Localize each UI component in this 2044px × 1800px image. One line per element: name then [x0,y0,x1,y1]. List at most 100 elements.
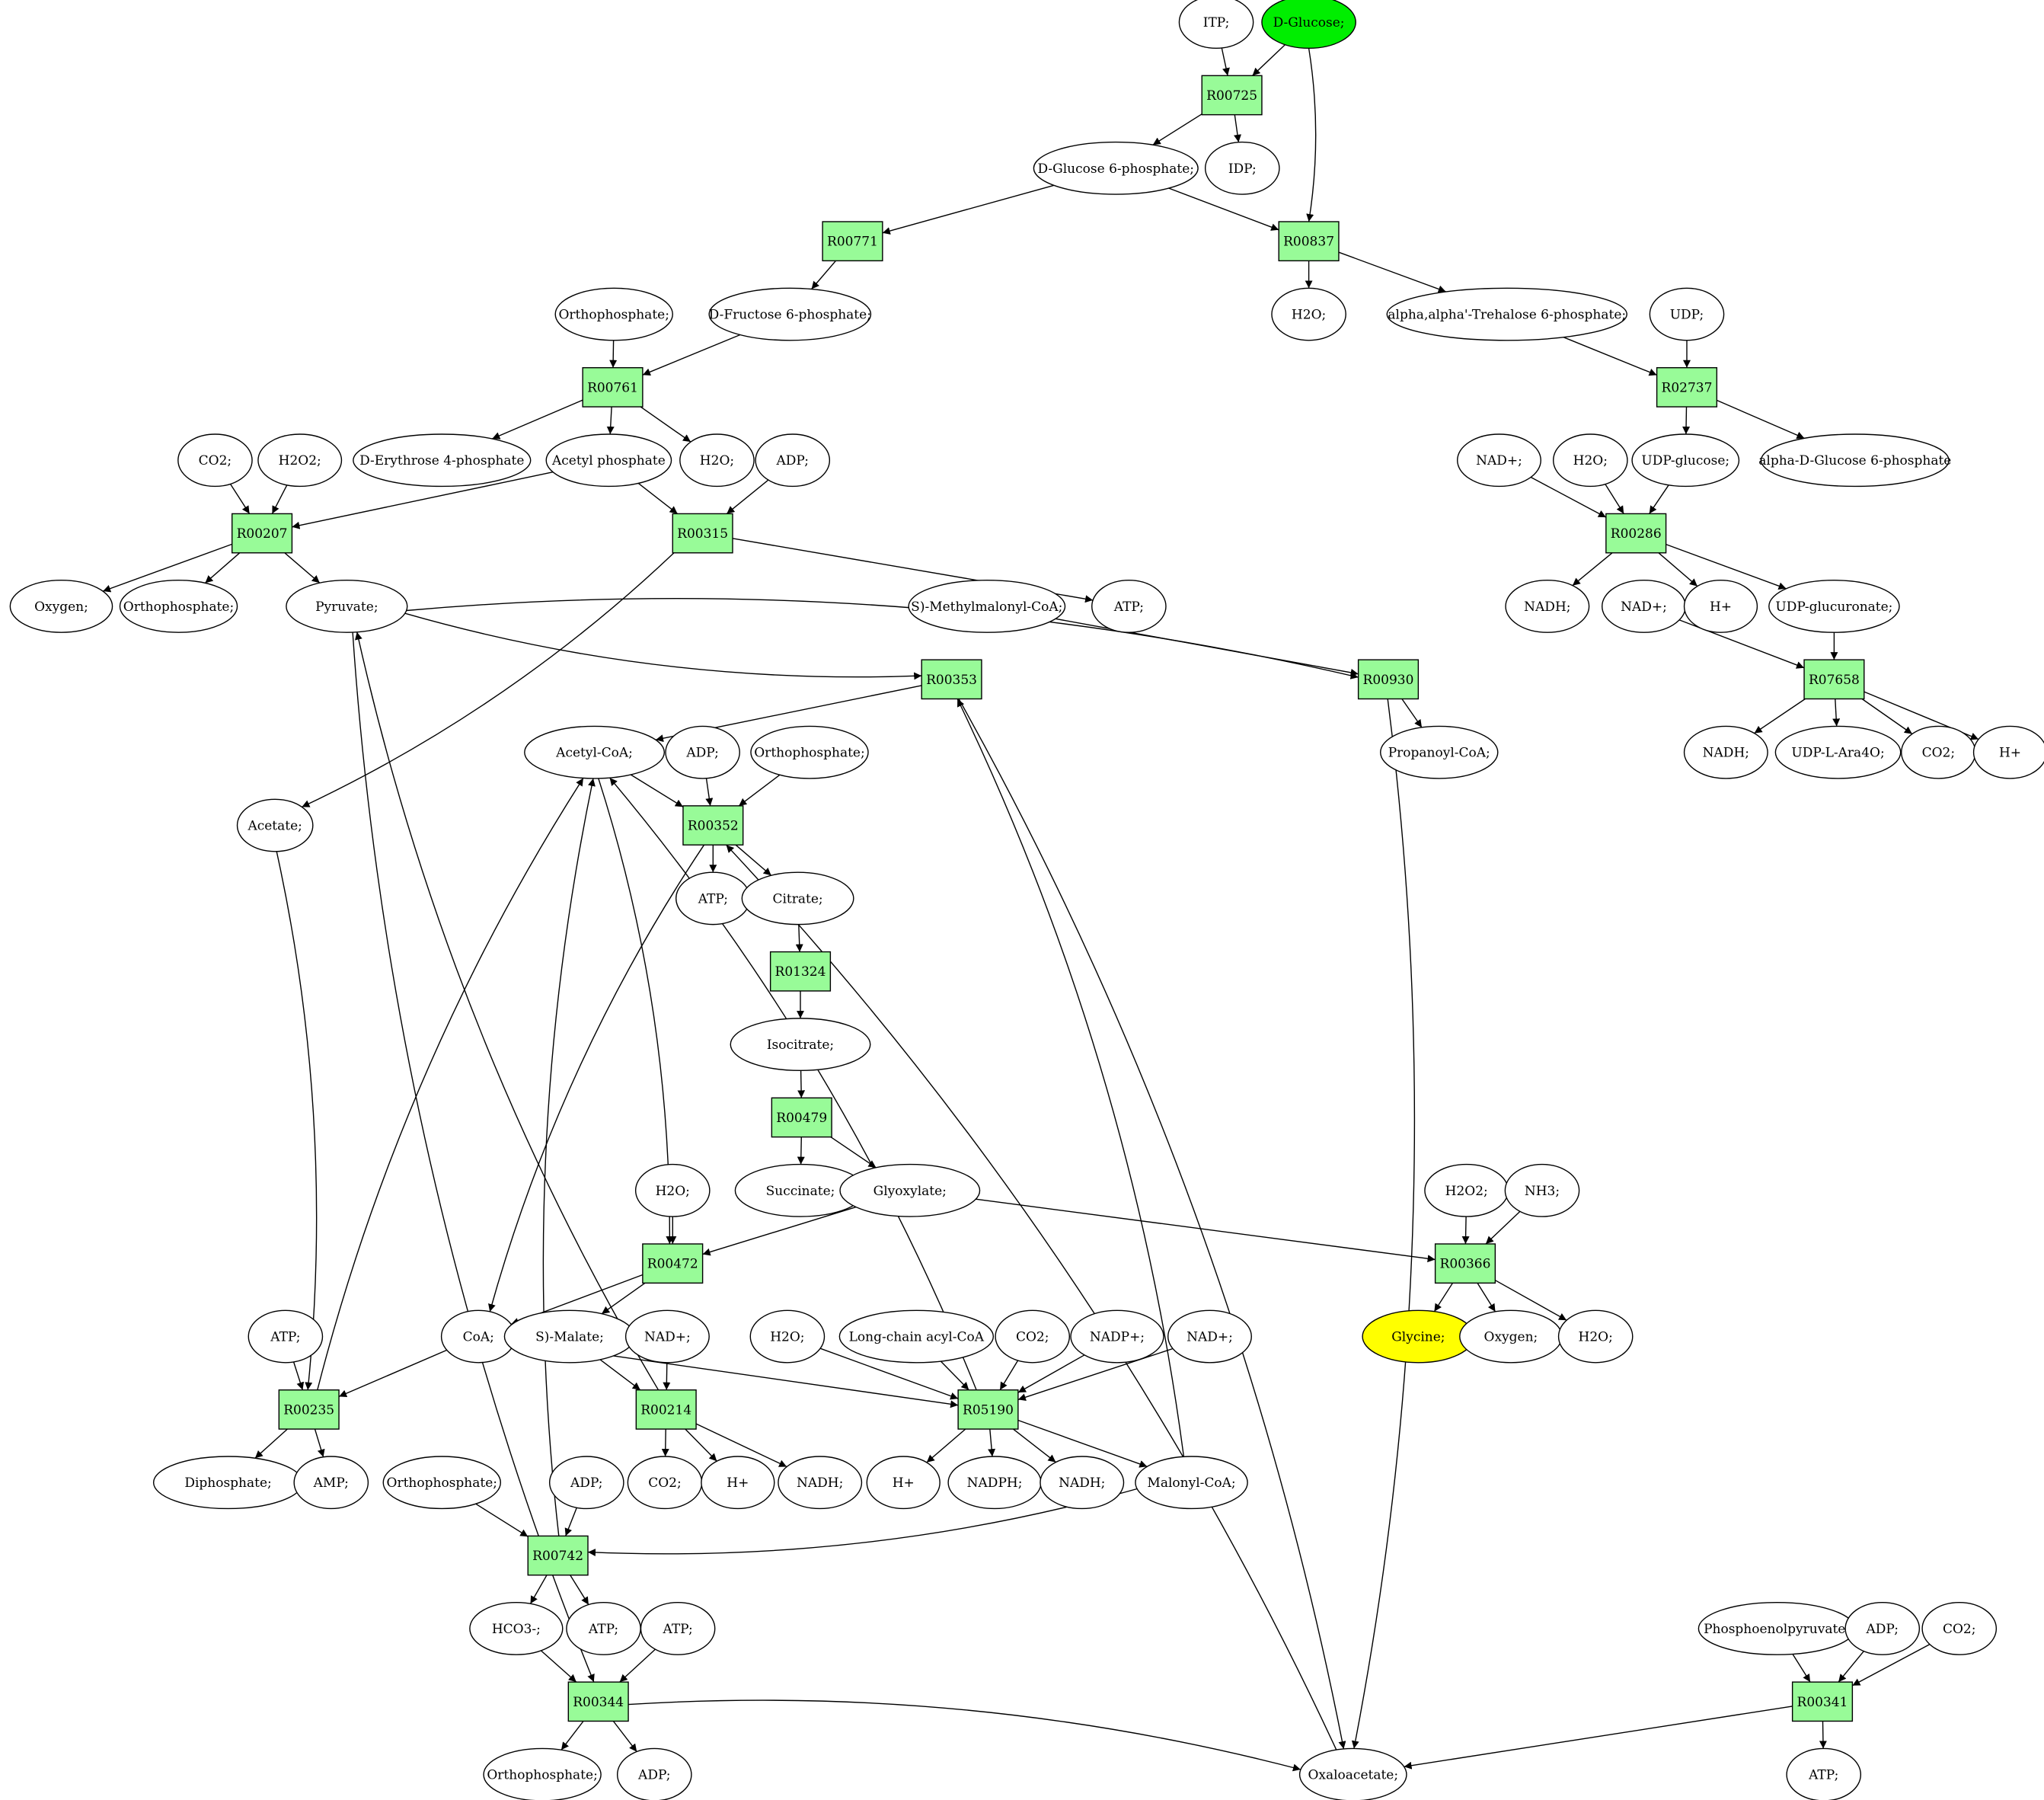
compound-node-oxyA[interactable]: Oxygen; [9,580,113,633]
compound-node-f6p[interactable]: D-Fructose 6-phosphate; [708,287,872,341]
compound-node-succ[interactable]: Succinate; [734,1163,867,1217]
compound-node-diphos[interactable]: Diphosphate; [152,1456,304,1510]
compound-node-adpE[interactable]: ADP; [616,1747,692,1800]
edge-R05190-to-nadph [988,1429,996,1457]
compound-node-hA[interactable]: H+ [1683,580,1758,633]
compound-node-accoa[interactable]: Acetyl-CoA; [524,725,666,779]
compound-node-nadB[interactable]: NAD+; [1602,580,1686,633]
reaction-node-R00214[interactable]: R00214 [635,1389,697,1430]
compound-node-smal[interactable]: S)-Malate; [503,1309,636,1364]
compound-node-pyr[interactable]: Pyruvate; [286,580,408,633]
reaction-node-R00235[interactable]: R00235 [278,1389,340,1430]
compound-node-propcoa[interactable]: Propanoyl-CoA; [1380,725,1499,779]
compound-node-hco3[interactable]: HCO3-; [469,1602,564,1655]
compound-node-co2D[interactable]: CO2; [627,1456,703,1510]
compound-node-nadpA[interactable]: NADP+; [1070,1309,1164,1364]
compound-node-e4p[interactable]: D-Erythrose 4-phosphate [353,433,532,488]
compound-node-co2C[interactable]: CO2; [995,1309,1071,1364]
reaction-node-R00315[interactable]: R00315 [672,513,733,554]
reaction-node-R02737[interactable]: R02737 [1656,367,1718,408]
compound-node-h2o2B[interactable]: H2O2; [1424,1163,1509,1217]
reaction-node-R00479[interactable]: R00479 [771,1097,832,1138]
compound-node-atpC[interactable]: ATP; [248,1309,324,1364]
compound-node-udpara[interactable]: UDP-L-Ara4O; [1774,725,1902,779]
reaction-node-R01324[interactable]: R01324 [769,951,832,992]
compound-node-hC[interactable]: H+ [701,1456,775,1510]
compound-node-nadhB[interactable]: NADH; [1683,725,1768,779]
compound-node-isocit[interactable]: Isocitrate; [730,1018,871,1072]
compound-node-tre6p[interactable]: alpha,alpha'-Trehalose 6-phosphate; [1386,287,1627,341]
compound-node-nadhA[interactable]: NADH; [1505,580,1590,633]
compound-node-orthoD[interactable]: Orthophosphate; [382,1456,502,1510]
compound-node-h2oC[interactable]: H2O; [1553,433,1628,488]
compound-node-nh3[interactable]: NH3; [1504,1163,1580,1217]
compound-node-adpD[interactable]: ADP; [1844,1602,1921,1655]
compound-node-nadA[interactable]: NAD+; [1457,433,1541,488]
compound-node-orthoC[interactable]: Orthophosphate; [750,725,869,779]
compound-node-nadC[interactable]: NAD+; [624,1309,710,1364]
compound-node-lcacoa[interactable]: Long-chain acyl-CoA [838,1309,995,1364]
reaction-node-R00771[interactable]: R00771 [822,221,883,262]
reaction-node-R00366[interactable]: R00366 [1434,1243,1496,1284]
reaction-node-R00472[interactable]: R00472 [642,1243,704,1284]
compound-node-itp[interactable]: ITP; [1178,0,1254,50]
reaction-node-R00344[interactable]: R00344 [567,1681,629,1722]
compound-node-nadph[interactable]: NADPH; [947,1456,1042,1510]
reaction-node-R05190[interactable]: R05190 [957,1389,1019,1430]
compound-node-adpB[interactable]: ADP; [665,725,740,779]
reaction-node-R00930[interactable]: R00930 [1357,659,1420,700]
compound-node-udpgluc[interactable]: UDP-glucuronate; [1768,580,1900,633]
compound-node-atpA[interactable]: ATP; [1091,580,1167,633]
reaction-node-R00341[interactable]: R00341 [1791,1681,1854,1722]
compound-node-hD[interactable]: H+ [866,1456,941,1510]
reaction-node-R00725[interactable]: R00725 [1201,75,1263,116]
compound-node-adpC[interactable]: ADP; [548,1456,624,1510]
compound-node-smmcoa[interactable]: S)-Methylmalonyl-CoA; [908,580,1066,633]
reaction-node-R07658[interactable]: R07658 [1803,659,1865,700]
compound-node-h2oE[interactable]: H2O; [749,1309,826,1364]
compound-node-atpE[interactable]: ATP; [640,1602,716,1655]
compound-node-malcoa[interactable]: Malonyl-CoA; [1135,1456,1248,1510]
reaction-node-R00837[interactable]: R00837 [1278,221,1340,262]
compound-node-orthoE[interactable]: Orthophosphate; [483,1747,602,1800]
compound-node-nadhD[interactable]: NADH; [1040,1456,1125,1510]
compound-node-g6p[interactable]: D-Glucose 6-phosphate; [1033,141,1199,195]
compound-node-h2oD[interactable]: H2O; [634,1163,711,1217]
compound-node-h2oB[interactable]: H2O; [679,433,755,488]
compound-node-h2oA[interactable]: H2O; [1271,287,1346,341]
compound-node-udpglc[interactable]: UDP-glucose; [1631,433,1740,488]
reaction-node-R00761[interactable]: R00761 [582,367,644,408]
compound-node-atpB[interactable]: ATP; [675,871,751,926]
compound-node-adpA[interactable]: ADP; [755,433,831,488]
compound-node-glyox[interactable]: Glyoxylate; [839,1163,981,1217]
compound-node-hB[interactable]: H+ [1972,725,2044,779]
compound-node-orthoA[interactable]: Orthophosphate; [554,287,673,341]
compound-node-atpF[interactable]: ATP; [1786,1747,1862,1800]
compound-node-adg6p[interactable]: alpha-D-Glucose 6-phosphate [1758,433,1951,488]
compound-node-citrate[interactable]: Citrate; [741,871,854,926]
compound-node-orthoB[interactable]: Orthophosphate; [119,580,238,633]
compound-node-nadD[interactable]: NAD+; [1167,1309,1252,1364]
reaction-node-R00742[interactable]: R00742 [527,1535,589,1576]
compound-node-dglucose[interactable]: D-Glucose; [1261,0,1356,50]
compound-node-udp[interactable]: UDP; [1649,287,1725,341]
compound-node-h2oF[interactable]: H2O; [1557,1309,1634,1364]
compound-node-co2A[interactable]: CO2; [177,433,253,488]
compound-node-idp[interactable]: IDP; [1204,141,1280,195]
compound-node-amp[interactable]: AMP; [293,1456,369,1510]
compound-node-h2o2A[interactable]: H2O2; [257,433,343,488]
compound-node-co2B[interactable]: CO2; [1901,725,1976,779]
compound-node-glycine[interactable]: Glycine; [1362,1309,1475,1364]
reaction-node-R00353[interactable]: R00353 [921,659,982,700]
compound-node-co2E[interactable]: CO2; [1921,1602,1998,1655]
compound-node-oaa[interactable]: Oxaloacetate; [1298,1747,1407,1800]
compound-node-acetate[interactable]: Acetate; [236,798,314,852]
compound-node-acp[interactable]: Acetyl phosphate [545,433,672,488]
reaction-node-R00286[interactable]: R00286 [1605,513,1667,554]
reaction-node-R00352[interactable]: R00352 [682,805,744,846]
compound-node-pep[interactable]: Phosphoenolpyruvate; [1697,1602,1856,1655]
compound-node-nadhC[interactable]: NADH; [778,1456,863,1510]
reaction-node-R00207[interactable]: R00207 [231,513,293,554]
compound-node-oxyB[interactable]: Oxygen; [1459,1309,1563,1364]
compound-node-atpD[interactable]: ATP; [566,1602,641,1655]
